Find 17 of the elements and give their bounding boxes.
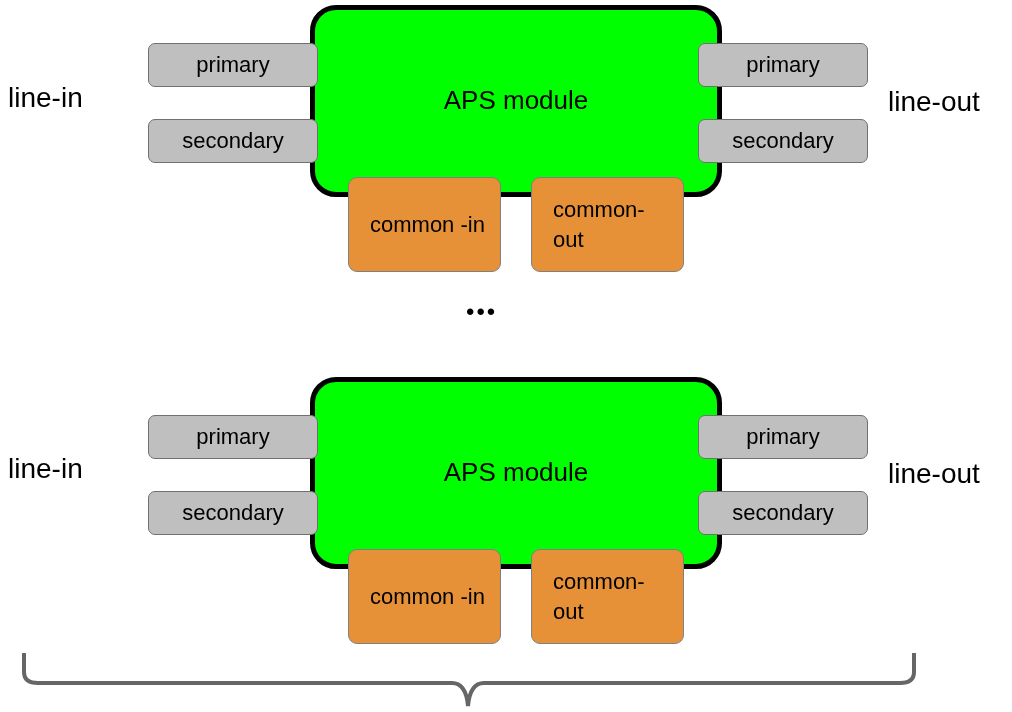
- port-box: common -in: [348, 549, 501, 644]
- connector-label: line-out: [888, 86, 980, 118]
- ellipsis-text: •••: [466, 298, 498, 326]
- connector-label: line-out: [888, 458, 980, 490]
- connector-label: line-in: [8, 82, 83, 114]
- port-box: secondary: [698, 119, 868, 163]
- port-box: secondary: [698, 491, 868, 535]
- port-box: secondary: [148, 491, 318, 535]
- port-box: common- out: [531, 177, 684, 272]
- port-box: common- out: [531, 549, 684, 644]
- port-box: common -in: [348, 177, 501, 272]
- port-box: secondary: [148, 119, 318, 163]
- port-box: primary: [698, 43, 868, 87]
- connector-label: line-in: [8, 453, 83, 485]
- port-box: primary: [148, 43, 318, 87]
- port-box: primary: [148, 415, 318, 459]
- port-box: primary: [698, 415, 868, 459]
